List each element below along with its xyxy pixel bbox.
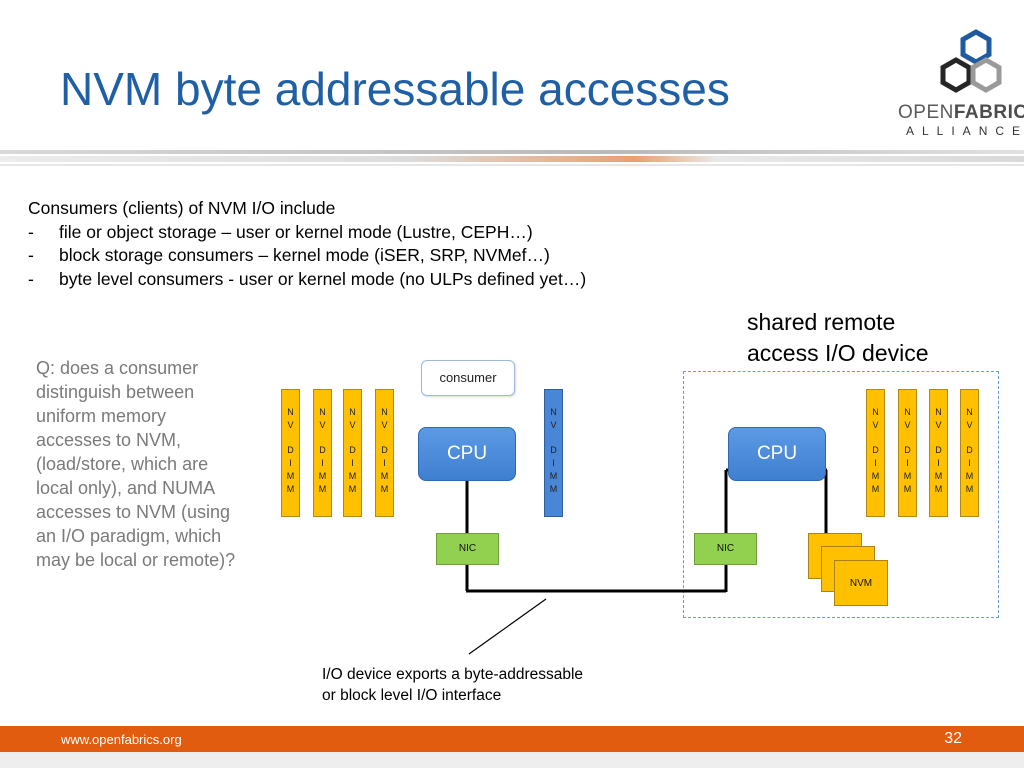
dimm-label-dimm: D I M M <box>286 445 295 494</box>
dimm-label-nv: N V <box>904 407 911 430</box>
hexagon-logo-icon <box>940 29 1002 93</box>
dimm-label-nv: N V <box>349 407 356 430</box>
nv-dimm: N V D I M M <box>866 389 885 517</box>
nv-dimm: N V D I M M <box>898 389 917 517</box>
bullet-marker: - <box>28 245 34 265</box>
dimm-label-dimm: D I M M <box>318 445 327 494</box>
nic-local: NIC <box>436 533 499 565</box>
diagram-caption: I/O device exports a byte-addressable or… <box>322 664 583 706</box>
shared-label-line: access I/O device <box>747 340 929 366</box>
caption-line: I/O device exports a byte-addressable <box>322 666 584 683</box>
dimm-label-nv: N V <box>550 407 557 430</box>
bullet-text: block storage consumers – kernel mode (i… <box>59 245 550 265</box>
dimm-label-dimm: D I M M <box>380 445 389 494</box>
logo-word-fabrics: FABRICS <box>953 102 1024 123</box>
logo-word-open: OPEN <box>898 102 954 123</box>
dimm-label-dimm: D I M M <box>549 445 558 494</box>
slide-title: NVM byte addressable accesses <box>60 63 730 115</box>
bullet-marker: - <box>28 221 34 242</box>
dimm-label-nv: N V <box>966 407 973 430</box>
nv-dimm-highlighted: N V D I M M <box>544 389 563 517</box>
dimm-label-dimm: D I M M <box>934 445 943 494</box>
footer-bar: www.openfabrics.org 32 <box>0 726 1024 752</box>
caption-pointer <box>468 598 547 655</box>
header-rule <box>0 150 1024 154</box>
cpu-remote: CPU <box>728 427 826 481</box>
nv-dimm: N V D I M M <box>343 389 362 517</box>
footer-band <box>0 752 1024 768</box>
header-rule-accent <box>0 156 1024 162</box>
openfabrics-logo: OPENFABRICS ALLIANCE <box>898 28 1024 140</box>
dimm-label-nv: N V <box>381 407 388 430</box>
bullet-item: - byte level consumers - user or kernel … <box>28 268 586 293</box>
dimm-label-dimm: D I M M <box>348 445 357 494</box>
dimm-label-nv: N V <box>319 407 326 430</box>
bullet-item: - file or object storage – user or kerne… <box>28 221 533 246</box>
nv-dimm: N V D I M M <box>313 389 332 517</box>
dimm-label-nv: N V <box>287 407 294 430</box>
intro-block: Consumers (clients) of NVM I/O include -… <box>28 198 586 293</box>
nic-remote: NIC <box>694 533 757 565</box>
nvm-device: NVM <box>834 560 888 606</box>
nv-dimm: N V D I M M <box>929 389 948 517</box>
dimm-label-dimm: D I M M <box>903 445 912 494</box>
nv-dimm: N V D I M M <box>281 389 300 517</box>
header-rule-thin <box>0 164 1024 166</box>
bullet-marker: - <box>28 268 34 289</box>
dimm-label-nv: N V <box>935 407 942 430</box>
consumer-box: consumer <box>421 360 515 396</box>
dimm-label-nv: N V <box>872 407 879 430</box>
cpu-local: CPU <box>418 427 516 481</box>
footer-url: www.openfabrics.org <box>61 732 182 747</box>
bullet-item: - block storage consumers – kernel mode … <box>28 245 550 269</box>
dimm-label-dimm: D I M M <box>871 445 880 494</box>
remote-device-region <box>683 371 999 618</box>
caption-line: or block level I/O interface <box>322 687 502 704</box>
shared-label-line: shared remote <box>747 309 896 335</box>
question-text: Q: does a consumer distinguish between u… <box>36 358 236 570</box>
page-number: 32 <box>944 730 962 747</box>
shared-remote-label: shared remote access I/O device <box>747 307 929 369</box>
intro-heading: Consumers (clients) of NVM I/O include <box>28 198 336 218</box>
logo-word-alliance: ALLIANCE <box>906 124 1024 138</box>
nv-dimm: N V D I M M <box>375 389 394 517</box>
bullet-text: byte level consumers - user or kernel mo… <box>59 268 587 289</box>
bullet-text: file or object storage – user or kernel … <box>59 221 533 242</box>
logo-wordmark: OPENFABRICS <box>898 102 1024 124</box>
nv-dimm: N V D I M M <box>960 389 979 517</box>
dimm-label-dimm: D I M M <box>965 445 974 494</box>
